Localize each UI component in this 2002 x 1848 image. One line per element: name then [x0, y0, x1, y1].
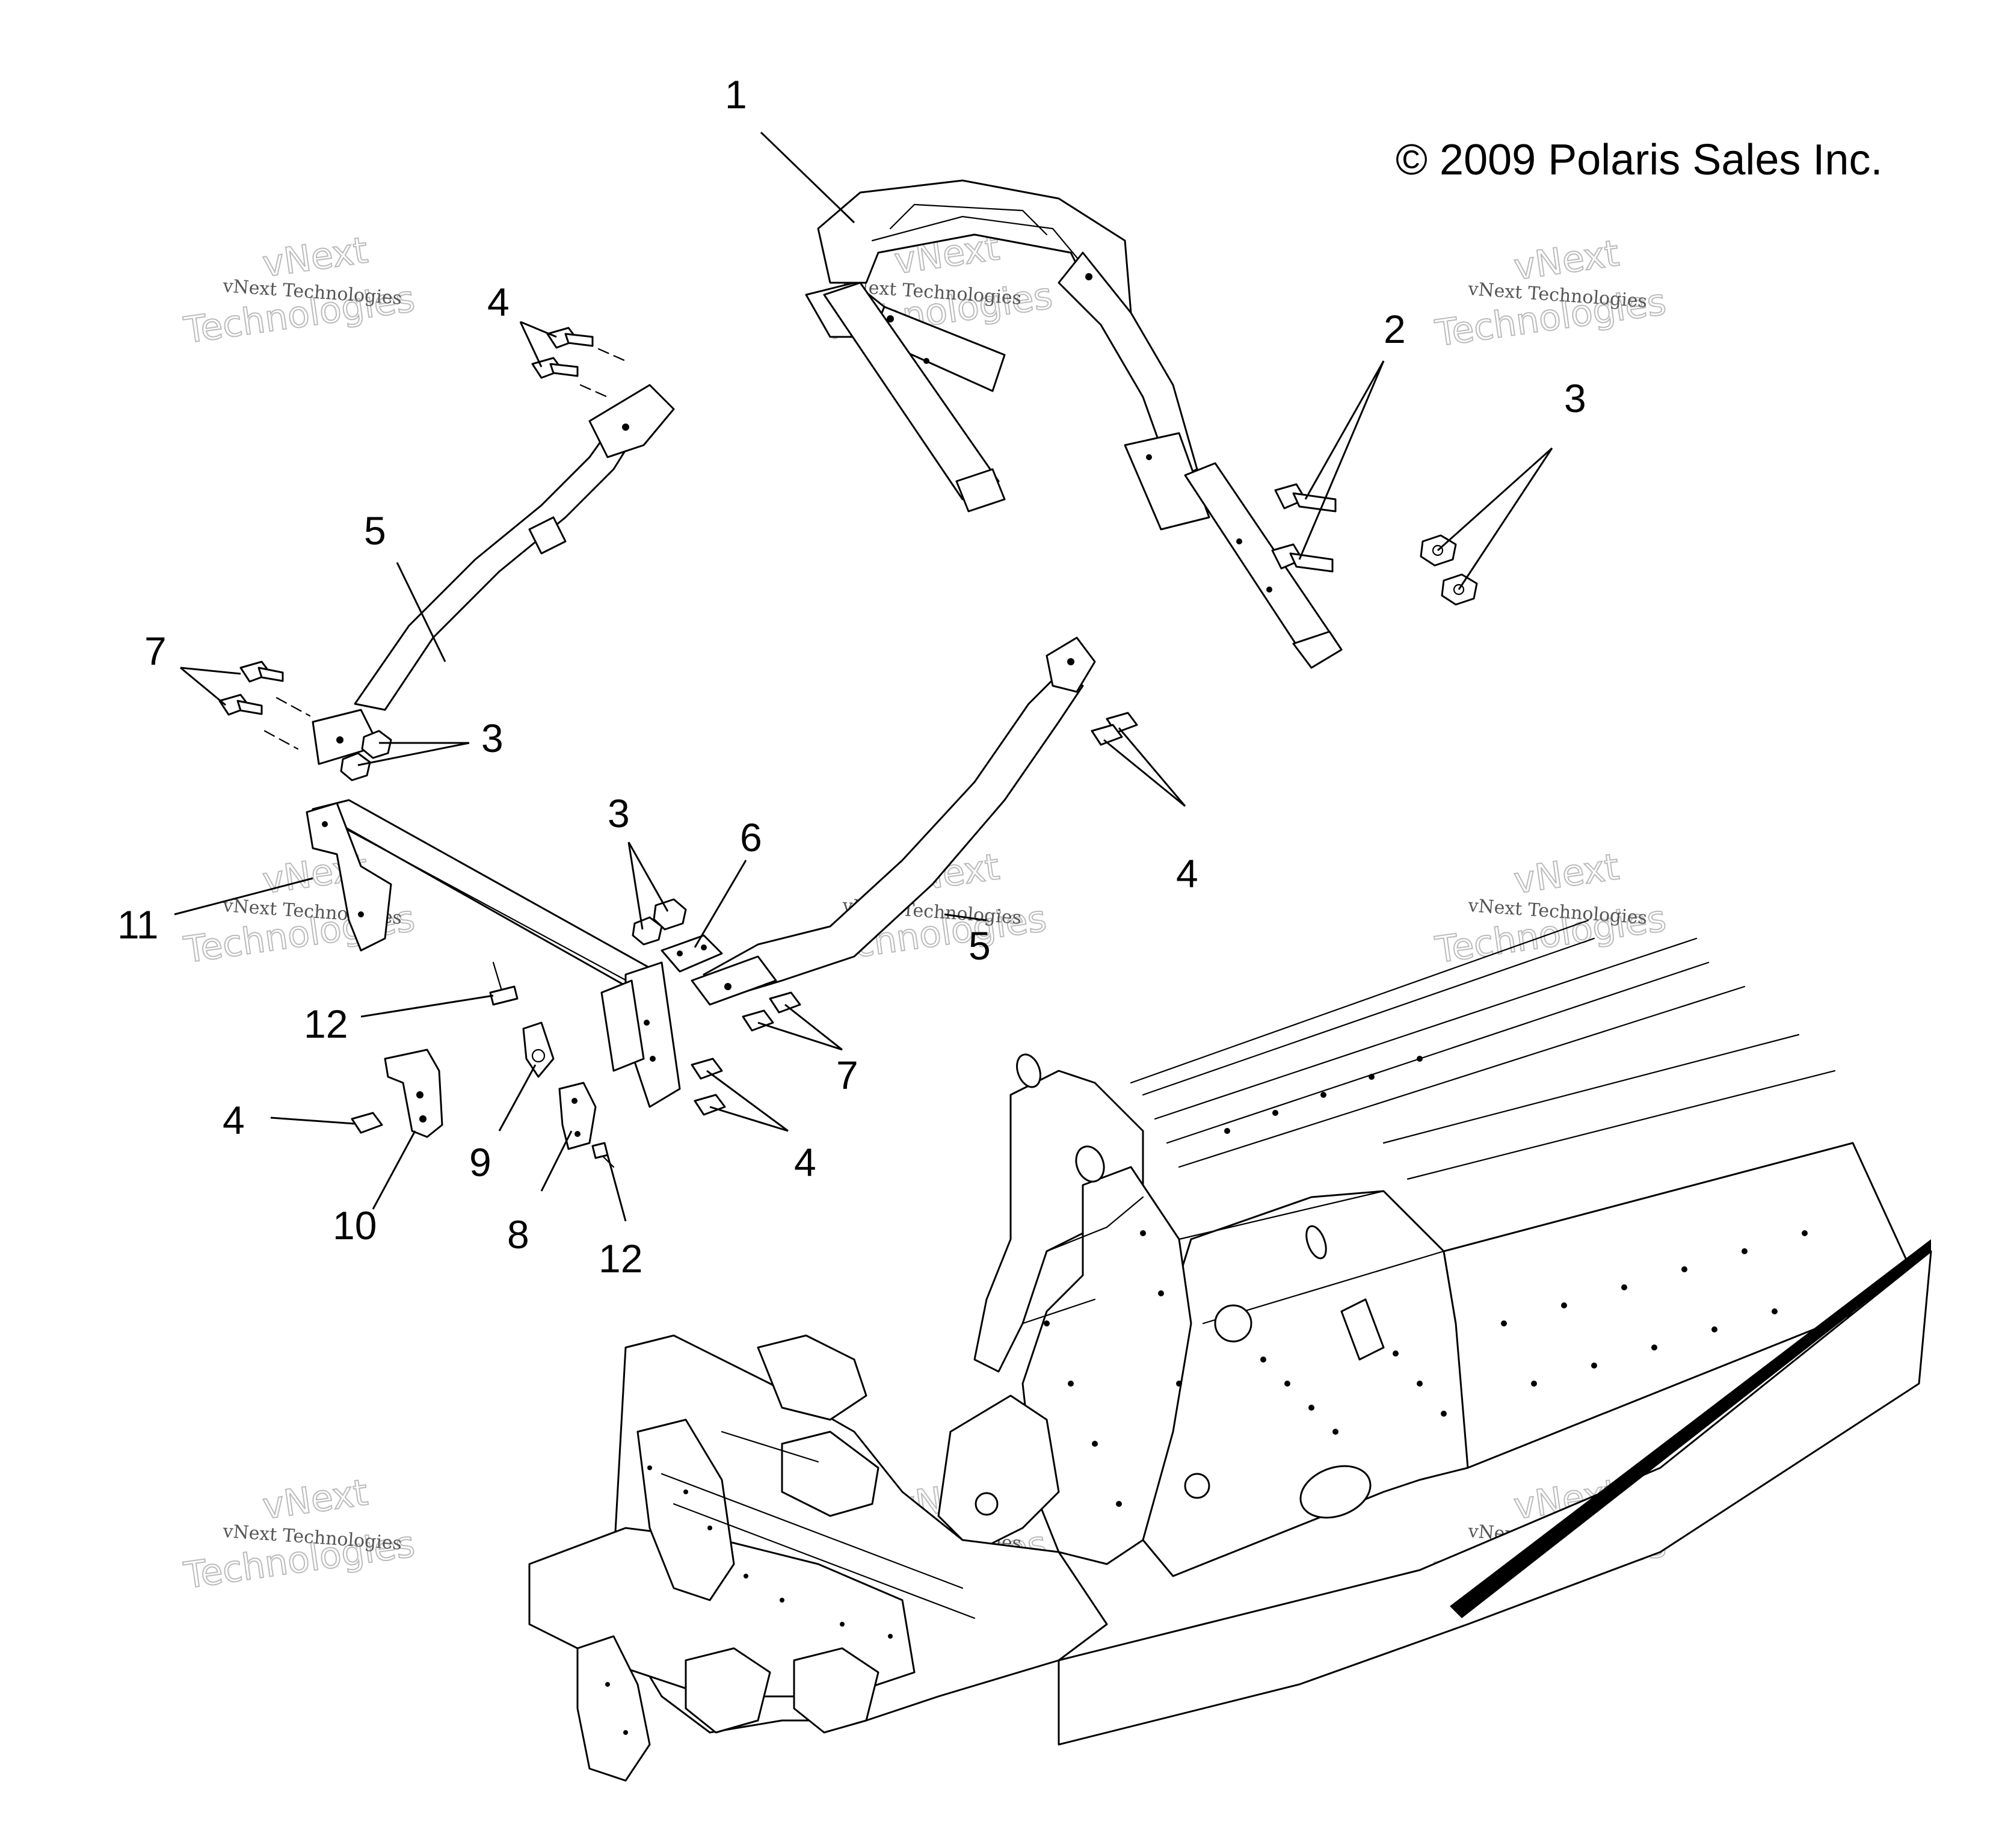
callout-5: 5	[969, 923, 991, 968]
callout-7: 7	[144, 629, 167, 673]
watermark-bottom-left: Technologies vNext vNext Technologies	[180, 1471, 417, 1598]
part-1-front-loop	[805, 179, 1343, 669]
part-10-bracket	[384, 1049, 443, 1138]
leader-lines	[174, 131, 1553, 1222]
part-4-bolt-left	[351, 1112, 383, 1134]
callout-11: 11	[117, 902, 159, 947]
watermark-brand: vNext	[1511, 846, 1621, 902]
callout-7: 7	[836, 1053, 858, 1097]
callout-3: 3	[1564, 376, 1586, 420]
callout-1: 1	[725, 72, 747, 117]
callout-4: 4	[1176, 851, 1198, 896]
callout-8: 8	[507, 1212, 529, 1257]
part-3-nuts-left	[340, 730, 392, 781]
callout-4: 4	[223, 1098, 245, 1142]
watermark-mid-right: Technologies vNext vNext Technologies	[1432, 845, 1669, 972]
watermark-brand: vNext	[1511, 232, 1621, 289]
callout-12: 12	[304, 1002, 348, 1046]
watermark-brand: vNext	[260, 229, 370, 286]
part-4-bolts-top	[531, 327, 627, 398]
watermark-brand: vNext	[260, 1471, 370, 1528]
callout-2: 2	[1384, 307, 1406, 351]
watermark-top-left: Technologies vNext vNext Technologies	[180, 229, 417, 353]
callout-6: 6	[740, 815, 762, 860]
part-5-strut-left	[312, 384, 675, 765]
callout-9: 9	[469, 1140, 491, 1184]
part-3-nuts-center	[632, 898, 687, 946]
callout-10: 10	[333, 1203, 377, 1248]
callouts: 1 2 3 4 5 7 3 3 6 4 5 11 12 7 4 4 9 10 8…	[117, 72, 1586, 1281]
part-4-bolts-lower	[691, 1058, 726, 1116]
part-6-plate	[661, 934, 723, 973]
callout-5: 5	[364, 508, 386, 553]
part-8-plate	[558, 1082, 597, 1150]
rivet-holes	[605, 1056, 1808, 1735]
callout-12: 12	[599, 1236, 642, 1281]
part-9-clip	[522, 1021, 555, 1078]
part-11-crossbar	[306, 799, 681, 1108]
callout-3: 3	[481, 716, 504, 760]
copyright-text: © 2009 Polaris Sales Inc.	[1396, 136, 1882, 184]
part-3-nuts-upper	[1420, 534, 1478, 606]
part-4-bolts-right	[1091, 712, 1138, 746]
callout-4: 4	[487, 280, 510, 324]
part-7-bolts-center	[742, 991, 801, 1032]
callout-3: 3	[608, 791, 630, 836]
part-7-bolts-left	[218, 661, 311, 750]
chassis-assembly	[528, 919, 1932, 1782]
part-12-pin-upper	[489, 961, 519, 1006]
callout-4: 4	[794, 1140, 816, 1184]
part-5-strut-right	[691, 636, 1096, 1006]
watermark-top-right: Technologies vNext vNext Technologies	[1432, 232, 1669, 356]
